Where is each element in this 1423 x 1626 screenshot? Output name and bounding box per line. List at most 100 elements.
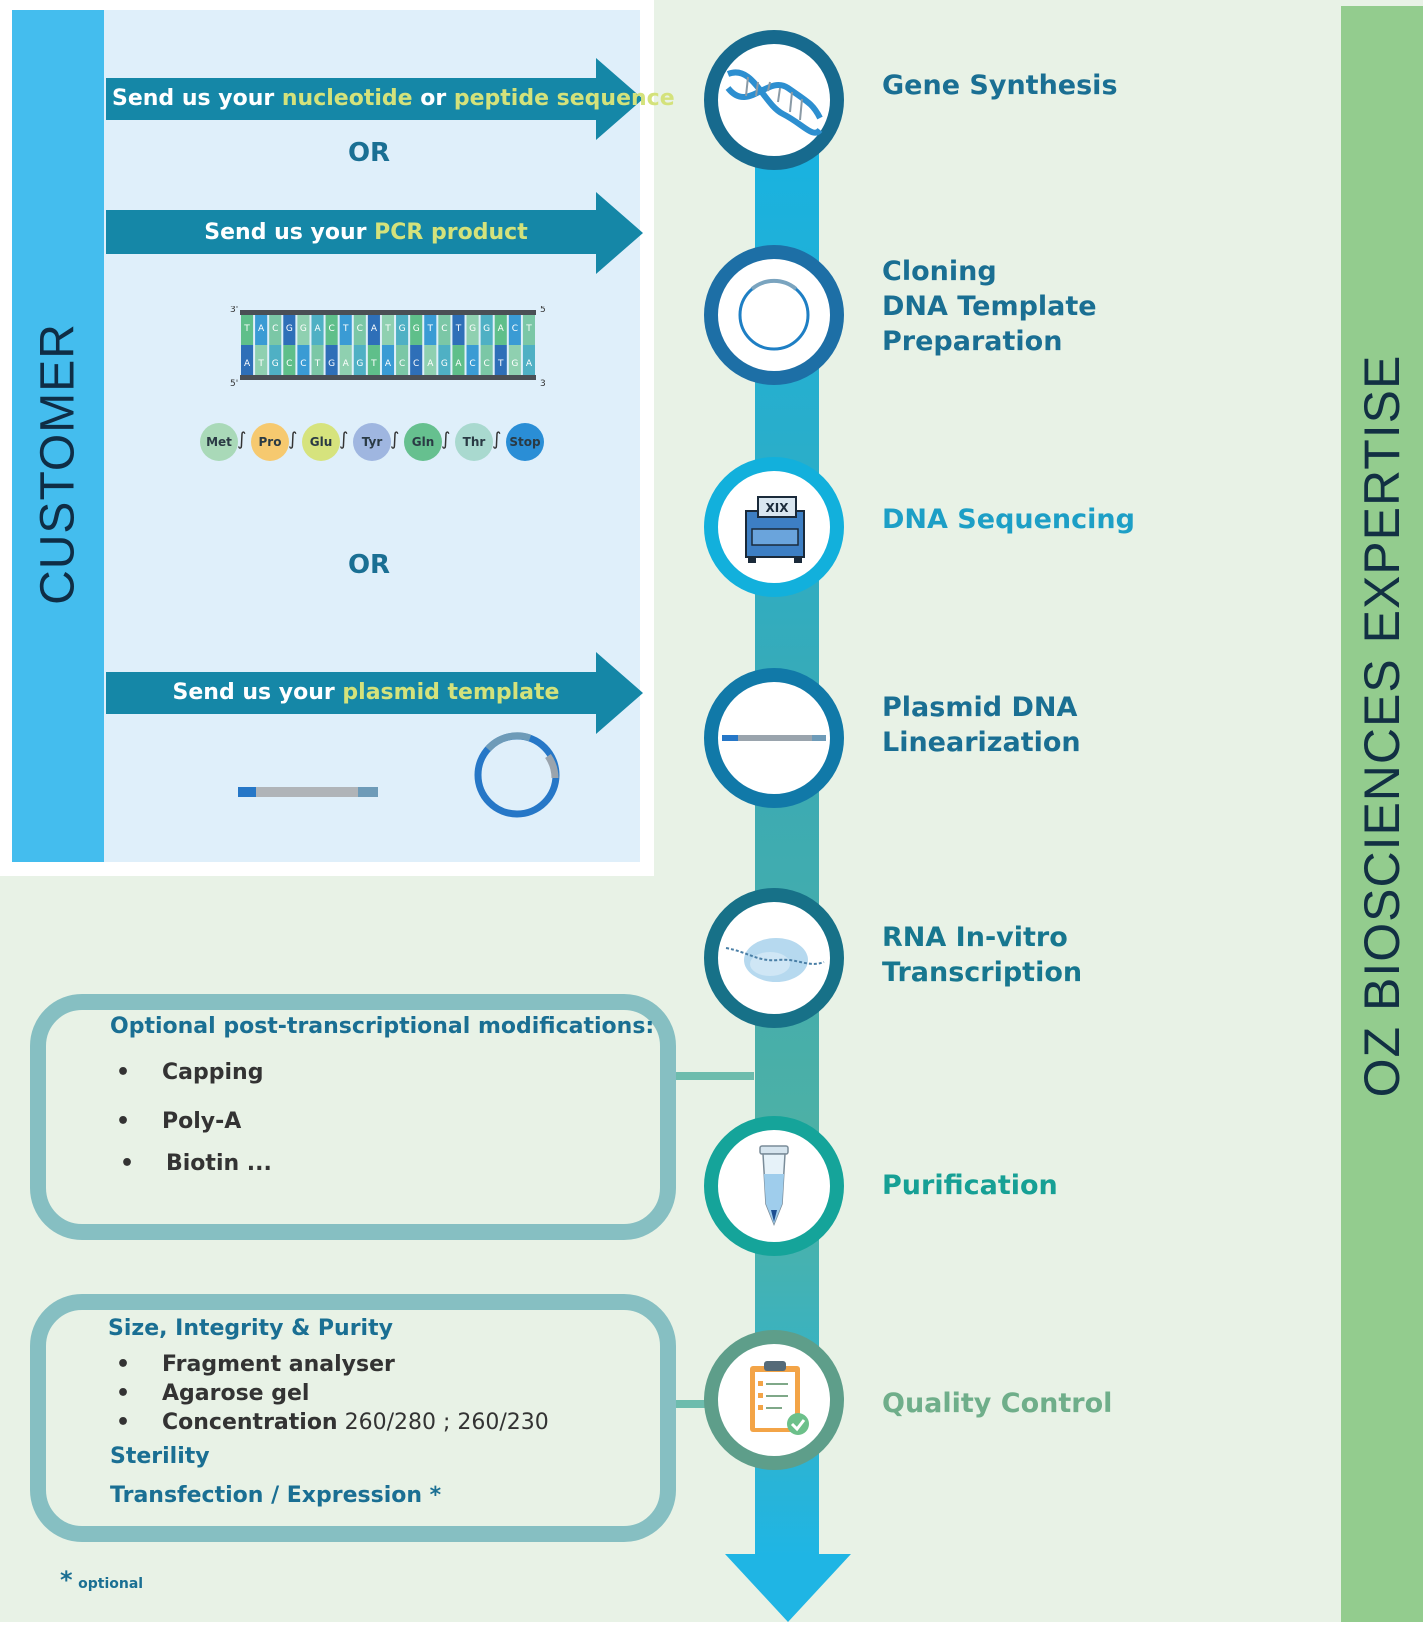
peptide-bond: ∫ [237, 429, 247, 450]
base-label-top: A [314, 324, 321, 334]
step-cloning: Cloning DNA Template Preparation [882, 254, 1097, 359]
base-label-top: G [300, 324, 307, 334]
base-top [269, 315, 282, 345]
base-bottom [452, 345, 465, 375]
base-label-bottom: G [511, 359, 518, 369]
base-top [410, 315, 423, 345]
base-label-top: C [328, 324, 334, 334]
base-label-bottom: C [469, 359, 475, 369]
base-label-bottom: C [484, 359, 490, 369]
footnote-text: optional [78, 1576, 144, 1592]
step-gene-synthesis: Gene Synthesis [882, 68, 1118, 103]
sequencing-circle: XIX [704, 457, 844, 597]
step-label-line: Purification [882, 1170, 1058, 1201]
base-top [255, 315, 268, 345]
base-top [283, 315, 296, 345]
qc-transfection: Transfection / Expression * [110, 1483, 442, 1508]
plasmid-arrow: Send us your plasmid template [106, 652, 643, 734]
arrow-text-pre: Send us your [112, 86, 282, 111]
base-label-top: G [413, 324, 420, 334]
pcr-arrow-text: Send us your PCR product [106, 192, 626, 274]
base-label-bottom: G [356, 359, 363, 369]
sequence-arrow: Send us your nucleotide or peptide seque… [106, 58, 675, 140]
base-label-bottom: A [385, 359, 392, 369]
arrow-highlight-peptide: peptide sequence [453, 86, 675, 111]
base-top [452, 315, 465, 345]
base-bottom [339, 345, 352, 375]
expertise-label: OZ BIOSCIENCES EXPERTISE [1354, 354, 1410, 1098]
amino-acid-bubble: Thr [455, 423, 493, 461]
strand-end-label: 3 [540, 379, 546, 388]
dna-strand-graphic: TAATCGGCGCATCGTACGATTAGCGCTACGTAGCGCATCG… [230, 305, 546, 389]
dna-helix-icon [725, 69, 823, 136]
base-bottom [255, 345, 268, 375]
peptide-bond: ∫ [288, 429, 298, 450]
amino-acid-bubble: Pro [251, 423, 289, 461]
base-label-top: G [469, 324, 476, 334]
modification-item: •Biotin ... [120, 1151, 272, 1176]
base-label-bottom: T [370, 359, 377, 369]
step-label-line: Quality Control [882, 1388, 1113, 1419]
base-label-bottom: T [257, 359, 264, 369]
base-label-bottom: A [244, 359, 251, 369]
base-top [381, 315, 395, 345]
arrow-highlight-nucleotide: nucleotide [281, 86, 413, 111]
base-label-top: G [483, 324, 490, 334]
amino-acid-bubble: Gln [404, 423, 442, 461]
base-bottom [410, 345, 423, 375]
base-label-bottom: G [328, 359, 335, 369]
base-label-top: G [399, 324, 406, 334]
base-top [396, 315, 409, 345]
qc-sterility: Sterility [110, 1444, 210, 1469]
base-label-bottom: G [272, 359, 279, 369]
base-label-bottom: A [427, 359, 434, 369]
amino-acid-bubble: Tyr [353, 423, 391, 461]
modification-biotin: Biotin ... [166, 1151, 272, 1176]
tube-icon [759, 1145, 789, 1227]
base-label-top: C [357, 324, 363, 334]
base-top [311, 315, 324, 345]
base-label-bottom: G [441, 359, 448, 369]
qc-item: •Concentration 260/280 ; 260/230 [116, 1410, 549, 1435]
step-purification: Purification [882, 1168, 1058, 1203]
linear-template-icon [238, 782, 378, 797]
footnote: * optional [60, 1566, 143, 1594]
base-top [522, 315, 535, 345]
base-bottom [522, 345, 535, 375]
base-label-bottom: C [399, 359, 405, 369]
step-label-line: DNA Sequencing [882, 504, 1135, 535]
step-label-line: Preparation [882, 326, 1063, 357]
base-label-top: A [498, 324, 505, 334]
strand-end-label: 3' [230, 306, 238, 315]
step-label-line: Linearization [882, 727, 1081, 758]
amino-acid-bubble: Met [200, 423, 238, 461]
sequence-arrow-text: Send us your nucleotide or peptide seque… [112, 58, 675, 140]
qc-item: •Fragment analyser [116, 1352, 395, 1377]
arrow-highlight-plasmid: plasmid template [342, 680, 560, 705]
base-bottom [381, 345, 395, 375]
base-label-top: G [286, 324, 293, 334]
step-label-line: Plasmid DNA [882, 692, 1078, 723]
linear-dna-icon [722, 735, 826, 741]
quality-control-circle [704, 1330, 844, 1470]
peptide-bond: ∫ [492, 429, 502, 450]
transcription-icon [725, 938, 825, 982]
base-top [241, 315, 254, 345]
base-label-bottom: C [286, 359, 292, 369]
or-label-2: OR [347, 550, 391, 580]
base-top [367, 315, 380, 345]
arrow-shape [106, 58, 643, 140]
arrow-text-mid: or [412, 86, 454, 111]
cloning-circle [704, 245, 844, 385]
base-label-bottom: C [413, 359, 419, 369]
step-label-line: Cloning [882, 256, 997, 287]
purification-circle [704, 1116, 844, 1256]
base-top [353, 315, 366, 345]
base-bottom [283, 345, 296, 375]
step-quality-control: Quality Control [882, 1386, 1112, 1421]
modification-poly-a: Poly-A [162, 1109, 242, 1134]
base-label-bottom: A [455, 359, 462, 369]
modifications-connector [674, 1072, 754, 1080]
qc-box [30, 1294, 676, 1542]
